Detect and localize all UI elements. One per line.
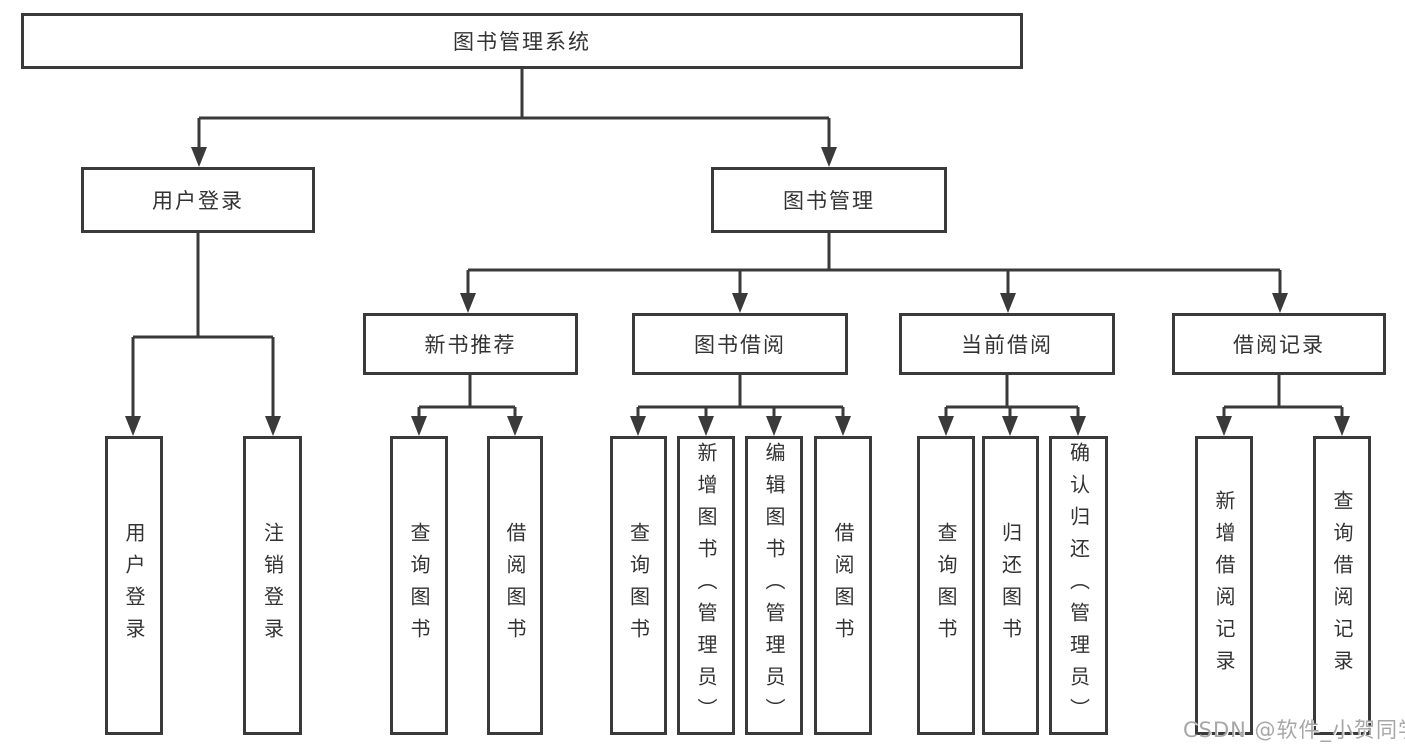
node-new-book-recommend: 新书推荐 — [363, 313, 578, 375]
node-label: 用户登录 — [152, 189, 244, 213]
node-label: 图书管理系统 — [453, 30, 591, 54]
node-label: 图书管理 — [783, 189, 875, 213]
node-label: 借阅记录 — [1233, 333, 1325, 357]
node-label: 查询图书 — [626, 521, 651, 650]
node-book-borrowing: 图书借阅 — [632, 313, 848, 375]
leaf-query-borrow-record: 查询借阅记录 — [1313, 436, 1371, 735]
node-label: 查询借阅记录 — [1330, 489, 1354, 682]
leaf-add-borrow-record: 新增借阅记录 — [1195, 436, 1253, 735]
leaf-query-books-recommend: 查询图书 — [390, 436, 448, 735]
node-label: 用户登录 — [122, 521, 146, 650]
node-label: 新增图书（管理员） — [694, 441, 718, 730]
node-label: 查询图书 — [934, 521, 958, 650]
node-label: 确认归还（管理员） — [1066, 441, 1091, 730]
leaf-add-book-admin: 新增图书（管理员） — [677, 436, 735, 735]
node-label: 归还图书 — [998, 521, 1023, 650]
csdn-watermark: CSDN @软件_小贺同学 — [1183, 718, 1405, 742]
node-label: 编辑图书（管理员） — [762, 441, 786, 730]
leaf-query-books-borrowing: 查询图书 — [610, 436, 667, 735]
node-library-management-system: 图书管理系统 — [21, 13, 1023, 69]
node-label: 新书推荐 — [424, 333, 517, 357]
node-label: 当前借阅 — [961, 333, 1053, 357]
leaf-confirm-return-admin: 确认归还（管理员） — [1049, 436, 1108, 735]
leaf-logout: 注销登录 — [243, 436, 302, 735]
node-label: 注销登录 — [260, 521, 285, 650]
node-borrowing-records: 借阅记录 — [1172, 313, 1386, 375]
node-label: 新增借阅记录 — [1212, 489, 1236, 682]
leaf-query-books-current: 查询图书 — [917, 436, 975, 735]
leaf-return-book: 归还图书 — [982, 436, 1039, 735]
node-label: 图书借阅 — [694, 333, 786, 357]
leaf-borrow-books-borrowing: 借阅图书 — [814, 436, 872, 735]
node-book-management: 图书管理 — [711, 167, 947, 233]
node-current-borrowing: 当前借阅 — [899, 313, 1115, 375]
leaf-edit-book-admin: 编辑图书（管理员） — [745, 436, 803, 735]
node-label: 查询图书 — [407, 521, 431, 650]
leaf-user-login: 用户登录 — [105, 436, 163, 735]
leaf-borrow-books-recommend: 借阅图书 — [487, 436, 543, 735]
node-label: 借阅图书 — [503, 521, 527, 650]
node-label: 借阅图书 — [831, 521, 855, 650]
arrowheads — [125, 147, 1350, 436]
node-user-login: 用户登录 — [81, 167, 315, 233]
